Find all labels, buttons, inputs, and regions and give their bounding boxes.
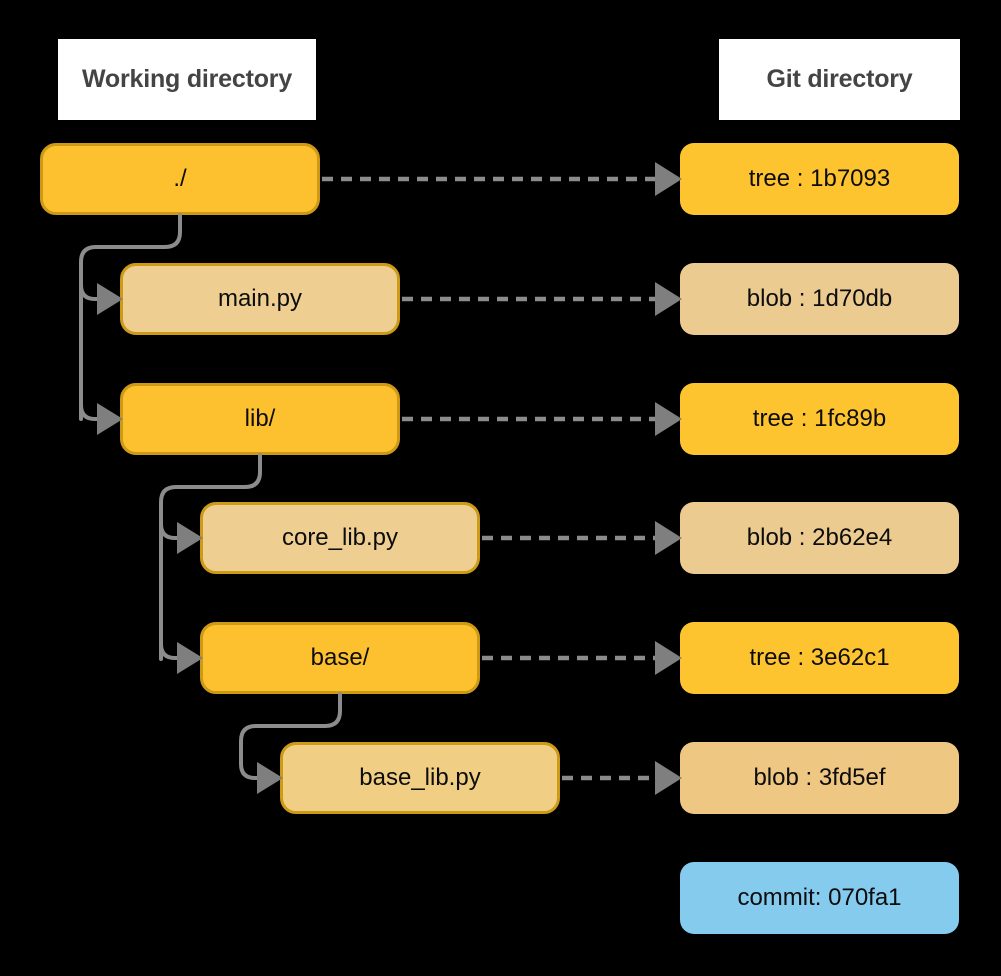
git-node-tree-1b7093-label: tree : 1b7093 [748, 165, 891, 192]
map-arrow-base-to-tree-3e62c1 [655, 641, 682, 675]
wd-node-root-label: ./ [173, 165, 187, 192]
wd-node-base[interactable]: base/ [200, 622, 480, 694]
tree-edge-lib-to-base [159, 642, 187, 660]
git-node-commit-070fa1[interactable]: commit: 070fa1 [680, 862, 959, 934]
wd-node-core-lib-py-label: core_lib.py [281, 524, 399, 551]
git-node-tree-3e62c1-label: tree : 3e62c1 [749, 644, 890, 671]
map-arrow-lib-to-tree-1fc89b [655, 402, 682, 436]
git-node-tree-1b7093[interactable]: tree : 1b7093 [680, 143, 959, 215]
wd-node-base-lib-py-label: base_lib.py [359, 764, 481, 791]
tree-edge-base-to-base-lib-py [239, 762, 267, 780]
git-node-tree-1fc89b[interactable]: tree : 1fc89b [680, 383, 959, 455]
working-directory-title: Working directory [58, 39, 316, 120]
wd-node-core-lib-py[interactable]: core_lib.py [200, 502, 480, 574]
wd-node-main-py[interactable]: main.py [120, 263, 400, 335]
map-arrow-root-to-tree-1b7093 [655, 162, 682, 196]
git-node-tree-1fc89b-label: tree : 1fc89b [752, 405, 887, 432]
git-node-tree-3e62c1[interactable]: tree : 3e62c1 [680, 622, 959, 694]
git-node-blob-1d70db[interactable]: blob : 1d70db [680, 263, 959, 335]
working-directory-title-label: Working directory [81, 65, 293, 93]
git-directory-title-label: Git directory [766, 65, 913, 93]
map-arrow-base-lib-py-to-blob-3fd5ef [655, 761, 682, 795]
git-node-blob-3fd5ef[interactable]: blob : 3fd5ef [680, 742, 959, 814]
wd-node-lib[interactable]: lib/ [120, 383, 400, 455]
tree-edge-root-to-main-py [79, 283, 107, 301]
tree-edge-root-to-lib [79, 403, 107, 421]
map-arrow-main-py-to-blob-1d70db [655, 282, 682, 316]
wd-node-main-py-label: main.py [217, 285, 303, 312]
wd-node-root[interactable]: ./ [40, 143, 320, 215]
tree-edge-lib-to-core-lib-py [159, 522, 187, 540]
map-arrow-core-lib-py-to-blob-2b62e4 [655, 521, 682, 555]
wd-node-base-label: base/ [310, 644, 370, 671]
git-directory-title: Git directory [719, 39, 960, 120]
git-node-blob-1d70db-label: blob : 1d70db [746, 285, 893, 312]
git-node-commit-070fa1-label: commit: 070fa1 [737, 884, 902, 911]
git-node-blob-2b62e4[interactable]: blob : 2b62e4 [680, 502, 959, 574]
wd-node-lib-label: lib/ [244, 405, 276, 432]
wd-node-base-lib-py[interactable]: base_lib.py [280, 742, 560, 814]
git-node-blob-2b62e4-label: blob : 2b62e4 [746, 524, 893, 551]
git-node-blob-3fd5ef-label: blob : 3fd5ef [753, 764, 886, 791]
